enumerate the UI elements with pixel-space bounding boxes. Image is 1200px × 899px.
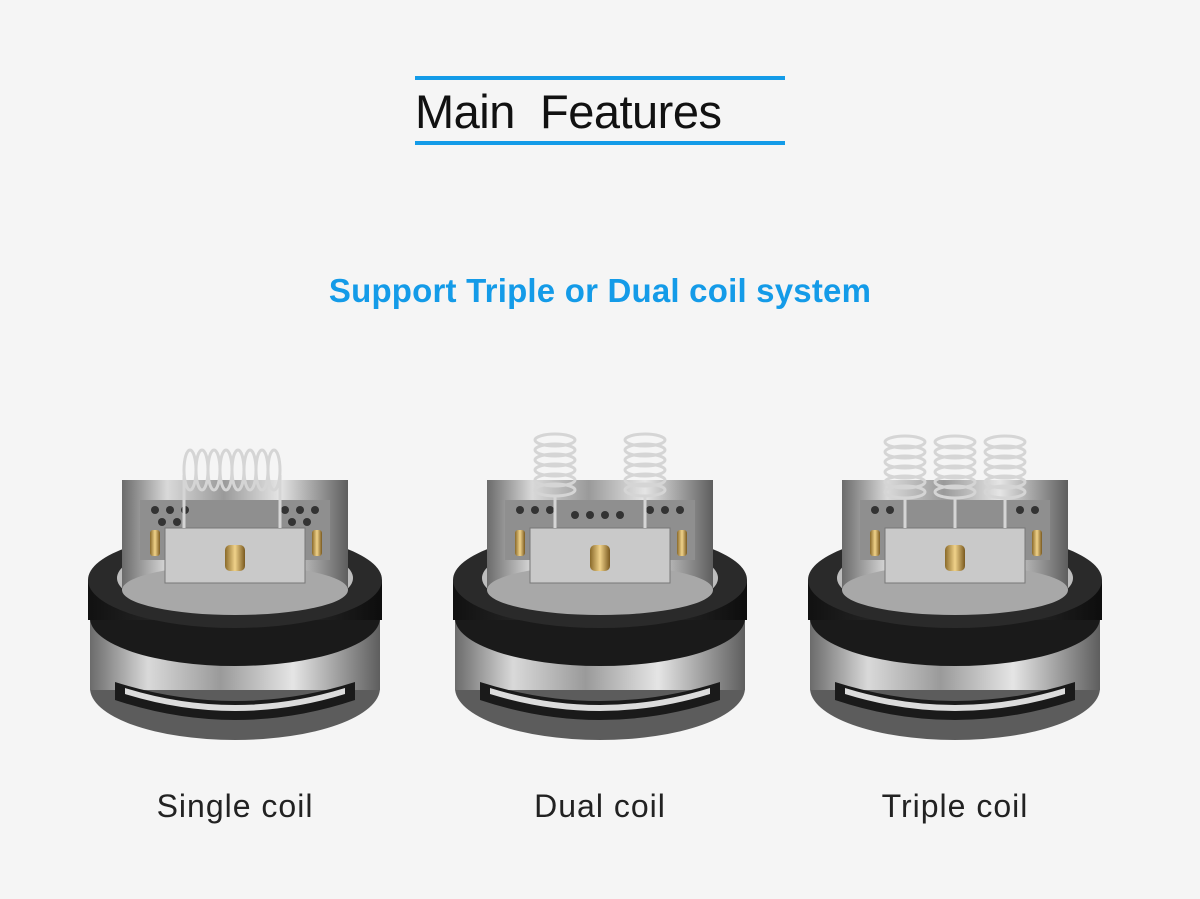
- rda-deck-dual-coil-image: [445, 420, 755, 750]
- single-coil-rda-illustration: [88, 448, 382, 740]
- rda-deck-triple-coil-image: [800, 420, 1110, 750]
- triple-coil-rda-illustration: [808, 434, 1102, 740]
- title-block: Main Features: [415, 76, 785, 146]
- rda-deck-single-coil-image: [80, 420, 390, 750]
- caption-dual-coil: Dual coil: [534, 788, 666, 824]
- caption-single-coil: Single coil: [156, 788, 314, 824]
- caption-triple-coil: Triple coil: [881, 788, 1029, 824]
- page-subtitle: Support Triple or Dual coil system: [328, 272, 872, 309]
- title-top-rule: [415, 76, 785, 80]
- dual-coil-rda-illustration: [453, 432, 747, 740]
- title-bottom-rule: [415, 141, 785, 145]
- page-title: Main Features: [415, 85, 722, 138]
